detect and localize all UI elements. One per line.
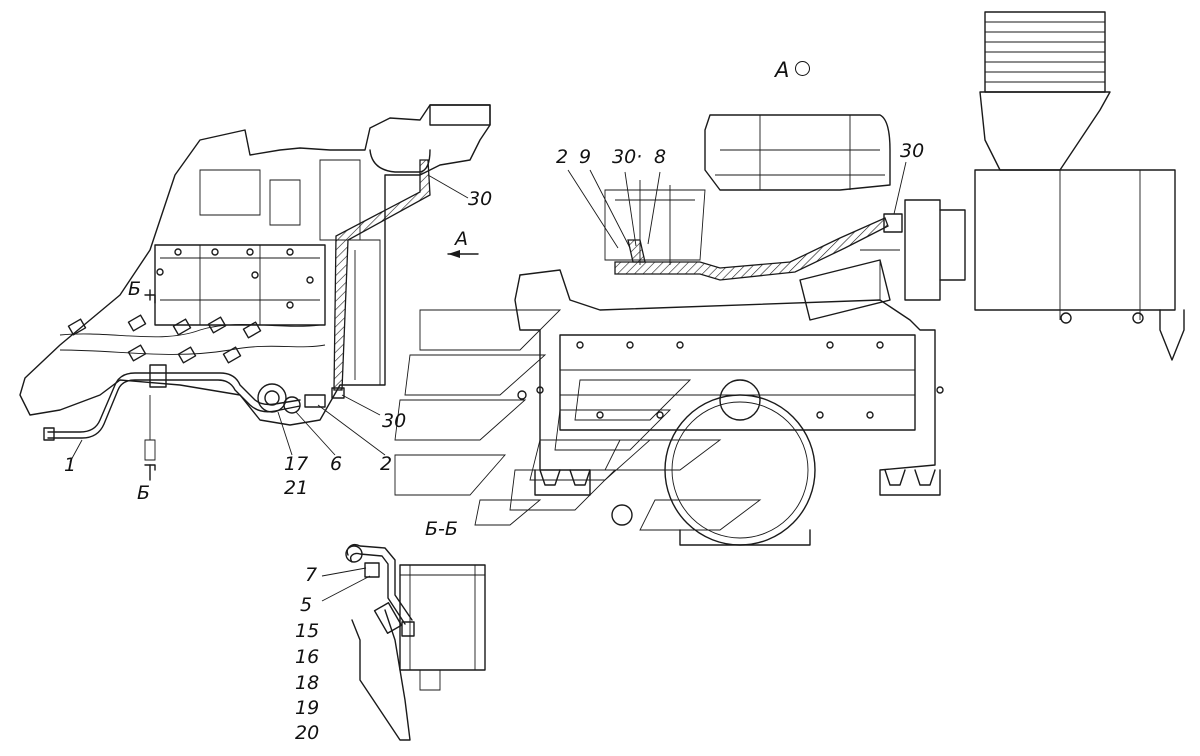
hatched-pipe-right <box>614 217 889 281</box>
callout: 30 <box>900 140 925 162</box>
callout: 15 <box>295 620 320 642</box>
left-engine-view <box>19 104 491 481</box>
callout: 2 <box>380 453 393 475</box>
callout: 30 <box>468 188 493 210</box>
callout: 19 <box>295 697 320 719</box>
section-mark-top: Б <box>128 278 142 300</box>
callout: 20 <box>295 722 320 744</box>
section-title: Б-Б <box>425 518 458 540</box>
circle-icon <box>795 61 811 76</box>
callout: 7 <box>305 564 318 586</box>
frame-rivets <box>517 341 944 419</box>
fuel-pipe <box>47 372 301 433</box>
callout: 5 <box>300 594 313 616</box>
callout: 8 <box>654 146 667 168</box>
right-frame-view <box>394 11 1185 546</box>
hatched-pipe-left <box>333 159 431 391</box>
section-mark-bottom: Б <box>137 482 151 504</box>
callout: 1 <box>64 454 77 476</box>
leaders-section <box>321 567 371 602</box>
callout: 9 <box>579 146 592 168</box>
leaders-left <box>69 174 469 463</box>
callout: 6 <box>330 453 343 475</box>
view-a-arrow-label: А <box>455 228 468 250</box>
callout: 30 <box>382 410 407 432</box>
head-bolts <box>156 248 314 309</box>
injectors <box>67 314 262 364</box>
callout: 30· <box>612 146 643 168</box>
callout: 18 <box>295 672 320 694</box>
leaders-right <box>567 161 907 249</box>
view-a-title: А <box>775 60 811 81</box>
chevron-lines <box>394 309 762 531</box>
callout: 21 <box>284 477 309 499</box>
callout: 2 <box>556 146 569 168</box>
callout: 17 <box>284 453 309 475</box>
callout: 16 <box>295 646 320 668</box>
view-a-arrow <box>447 250 479 258</box>
section-b-view <box>345 544 486 741</box>
